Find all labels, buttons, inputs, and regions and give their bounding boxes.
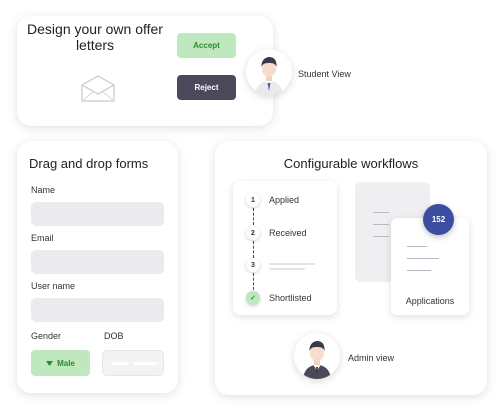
envelope-icon: [81, 75, 115, 102]
name-field[interactable]: [31, 202, 164, 226]
workflow-title: Configurable workflows: [283, 156, 419, 171]
step-label: Received: [269, 228, 307, 238]
step-label: Applied: [269, 195, 300, 205]
applications-document: [391, 218, 469, 315]
reject-button[interactable]: Reject: [177, 75, 236, 100]
accept-button[interactable]: Accept: [177, 33, 236, 58]
dob-label: DOB: [104, 331, 124, 341]
step-connector: [253, 241, 254, 258]
student-avatar: [246, 49, 292, 95]
step-connector: [253, 273, 254, 290]
gender-value: Male: [57, 358, 75, 368]
applications-label: Applications: [405, 296, 455, 306]
offer-letters-title: Design your own offer letters: [27, 21, 163, 53]
step-number: 2: [246, 226, 260, 240]
applications-count-badge: 152: [423, 204, 454, 235]
student-view-label: Student View: [298, 69, 351, 79]
step-check-icon: ✓: [246, 291, 260, 305]
step-number: 3: [246, 258, 260, 272]
forms-title: Drag and drop forms: [29, 156, 149, 171]
admin-view-label: Admin view: [348, 353, 395, 363]
admin-person-icon: [303, 341, 331, 379]
username-label: User name: [31, 281, 76, 291]
name-label: Name: [31, 185, 56, 195]
gender-select[interactable]: Male: [31, 350, 90, 376]
gender-label: Gender: [31, 331, 62, 341]
admin-avatar: [294, 333, 340, 379]
step-placeholder-line: [269, 268, 305, 270]
email-field[interactable]: [31, 250, 164, 274]
caret-down-icon: [46, 360, 54, 366]
step-number: 1: [246, 193, 260, 207]
username-field[interactable]: [31, 298, 164, 322]
step-label: Shortlisted: [269, 293, 312, 303]
student-person-icon: [255, 57, 283, 95]
dob-field[interactable]: [102, 350, 164, 376]
email-label: Email: [31, 233, 54, 243]
step-placeholder-line: [269, 263, 315, 265]
step-connector: [253, 208, 254, 225]
